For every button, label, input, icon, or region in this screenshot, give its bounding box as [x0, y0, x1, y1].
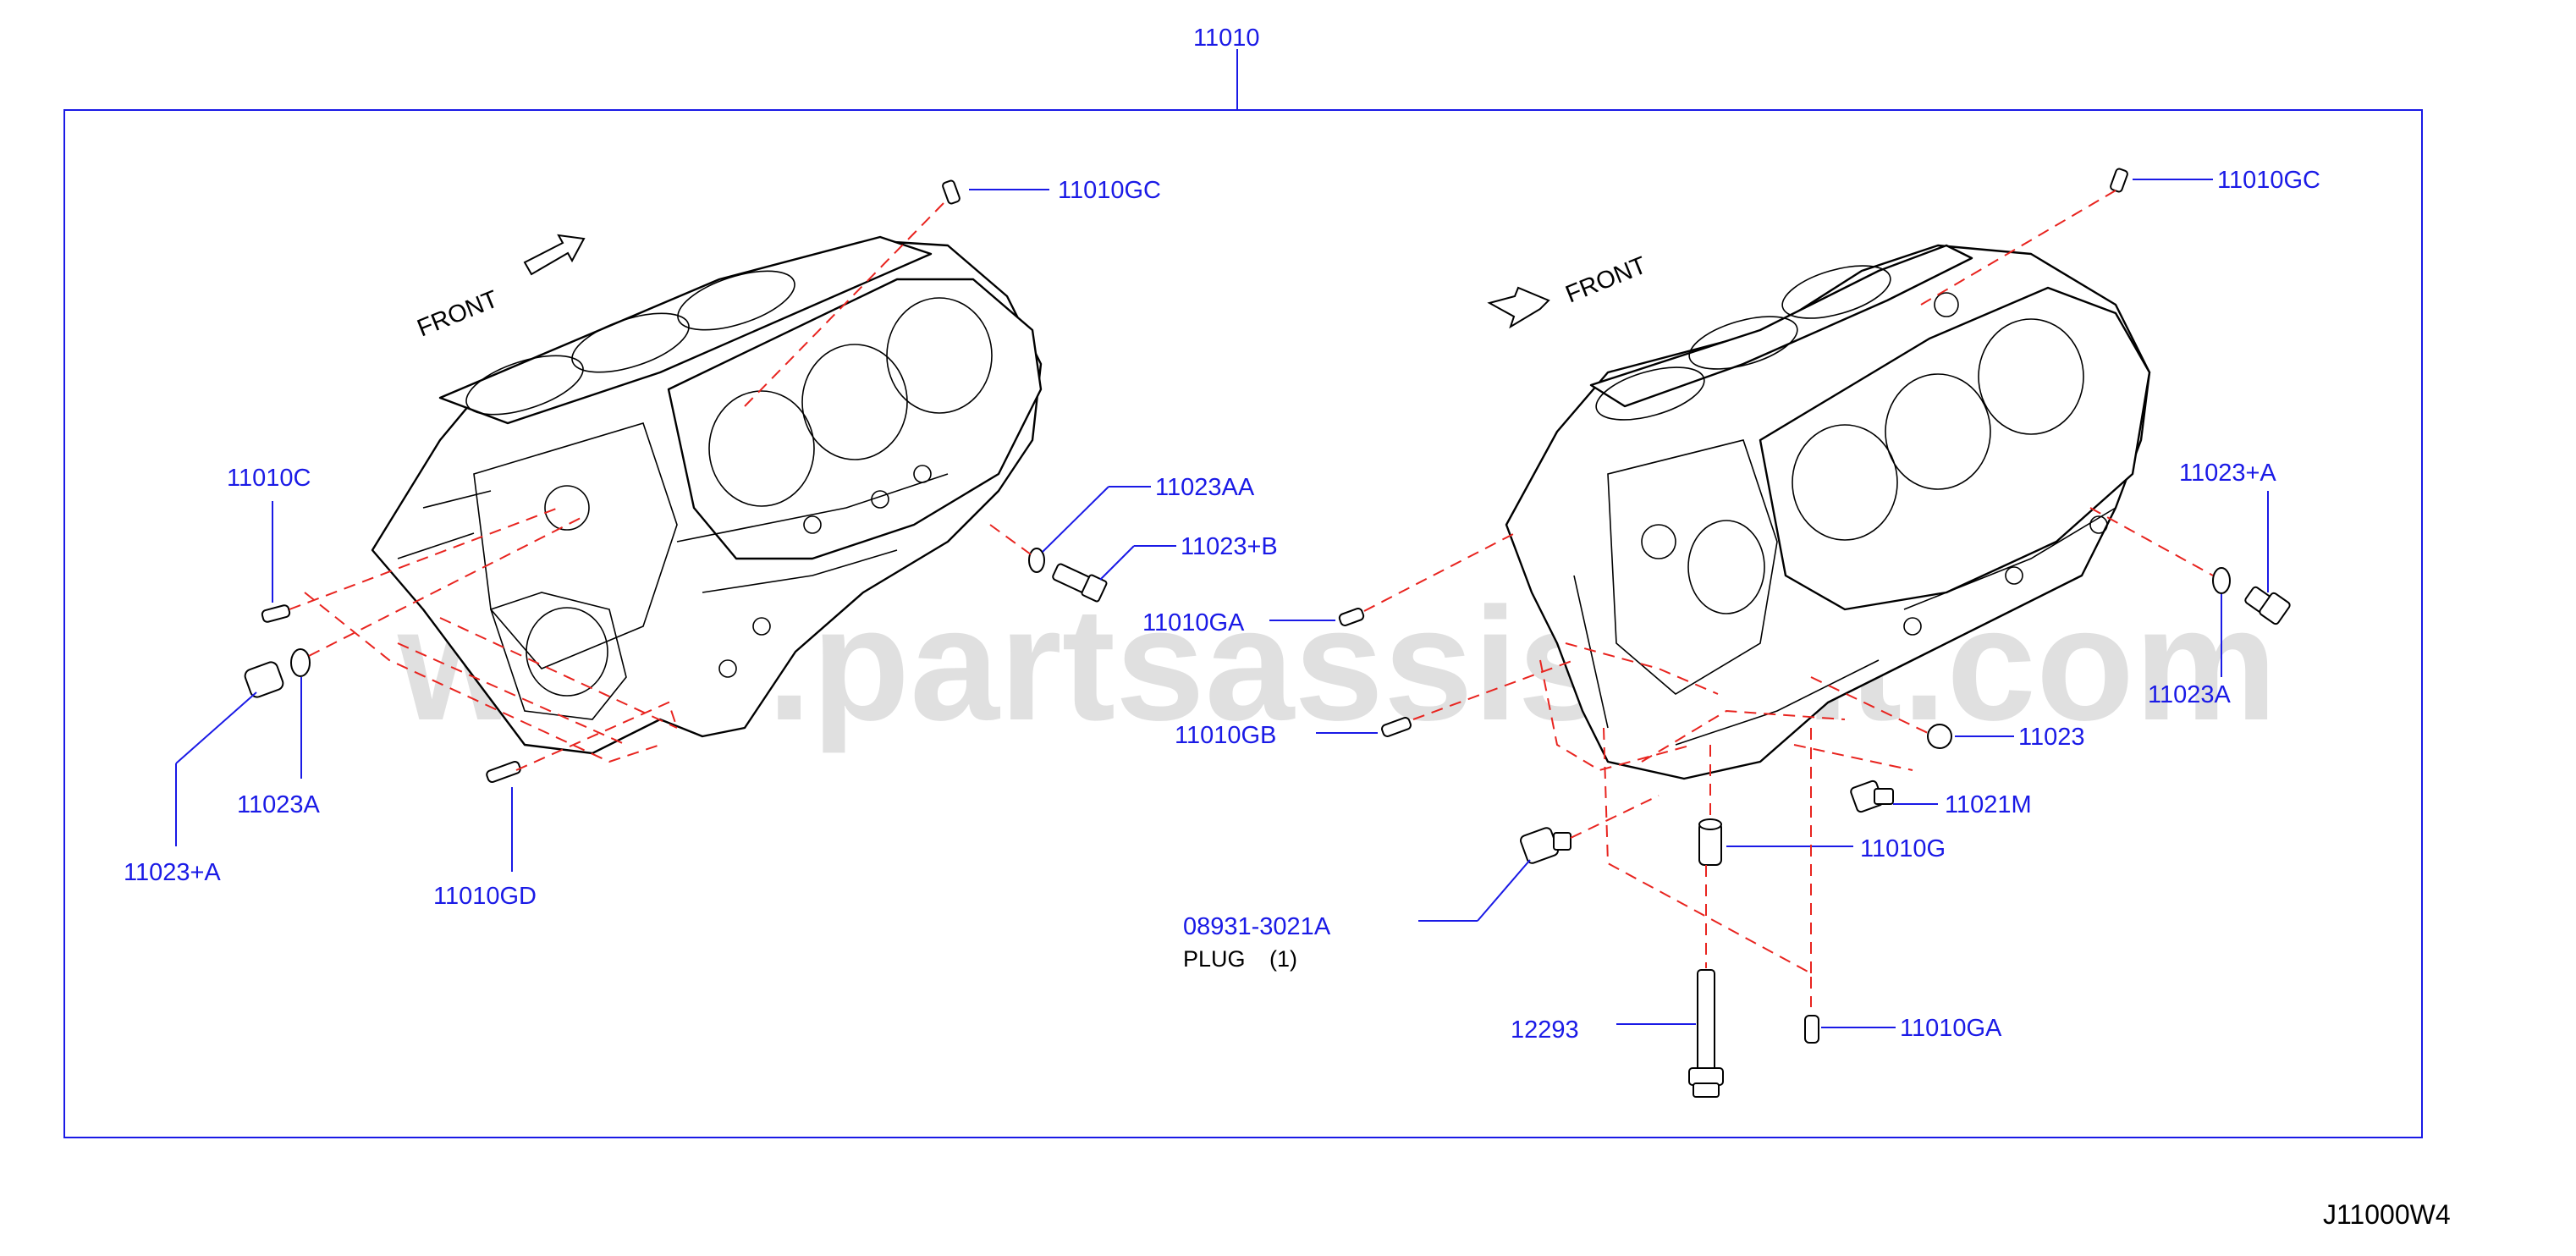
front-arrow-right: FRONT	[1487, 251, 1651, 329]
label-12293[interactable]: 12293	[1511, 1016, 1579, 1044]
label-11010gc-right[interactable]: 11010GC	[2217, 167, 2320, 194]
label-plug-qty: (1)	[1269, 946, 1297, 972]
front-label-right: FRONT	[1562, 251, 1651, 308]
bolt-11023plusa-right	[2244, 586, 2291, 625]
dowel-11010gc-left	[942, 179, 960, 205]
left-cylinder-block	[371, 235, 1043, 755]
right-cylinder-block	[1505, 244, 2151, 780]
label-11010ga-upper[interactable]: 11010GA	[1142, 609, 1245, 636]
bolt-11021m	[1850, 779, 1894, 813]
assembly-label[interactable]: 11010	[1193, 25, 1260, 52]
label-11010gc-left[interactable]: 11010GC	[1058, 177, 1161, 204]
label-11023[interactable]: 11023	[2018, 724, 2085, 751]
bolt-11023plusb	[1052, 563, 1108, 603]
label-11021m[interactable]: 11021M	[1945, 791, 2032, 818]
sleeve-11010g	[1698, 818, 1722, 866]
label-11010ga-lower[interactable]: 11010GA	[1900, 1015, 2002, 1042]
washer-11023a-right	[2212, 567, 2231, 594]
label-11010c[interactable]: 11010C	[227, 465, 311, 492]
label-plug: PLUG	[1183, 946, 1246, 972]
label-11023a-right[interactable]: 11023A	[2148, 681, 2231, 708]
label-11023plusa-right[interactable]: 11023+A	[2179, 460, 2276, 487]
label-11010g[interactable]: 11010G	[1860, 835, 1946, 862]
label-11023a-left[interactable]: 11023A	[237, 791, 320, 818]
plug-08931-3021a	[1520, 827, 1571, 864]
assembly-frame	[63, 109, 2423, 1138]
dowel-11010gd	[486, 760, 521, 784]
label-11023aa[interactable]: 11023AA	[1155, 474, 1255, 501]
plug-11023plusa-left	[244, 648, 311, 698]
label-08931-3021a[interactable]: 08931-3021A	[1183, 913, 1331, 940]
label-11010gd[interactable]: 11010GD	[433, 883, 537, 910]
dowel-11010ga-lower	[1804, 1015, 1819, 1044]
bolt-12293	[1688, 969, 1724, 1098]
dowel-11010c	[261, 604, 291, 623]
dowel-11010gb	[1381, 717, 1412, 737]
washer-11023aa	[1028, 548, 1045, 573]
label-11010gb[interactable]: 11010GB	[1175, 722, 1276, 749]
label-11023plusb[interactable]: 11023+B	[1181, 533, 1278, 560]
front-arrow-left: FRONT	[414, 234, 586, 342]
label-11023plusa-left[interactable]: 11023+A	[124, 859, 221, 886]
dowel-11010ga-upper	[1338, 608, 1365, 626]
dowel-11010gc-right	[2110, 168, 2128, 193]
diagram-code: J11000W4	[2323, 1199, 2451, 1230]
front-label-left: FRONT	[414, 285, 503, 342]
plug-11023	[1927, 724, 1952, 749]
